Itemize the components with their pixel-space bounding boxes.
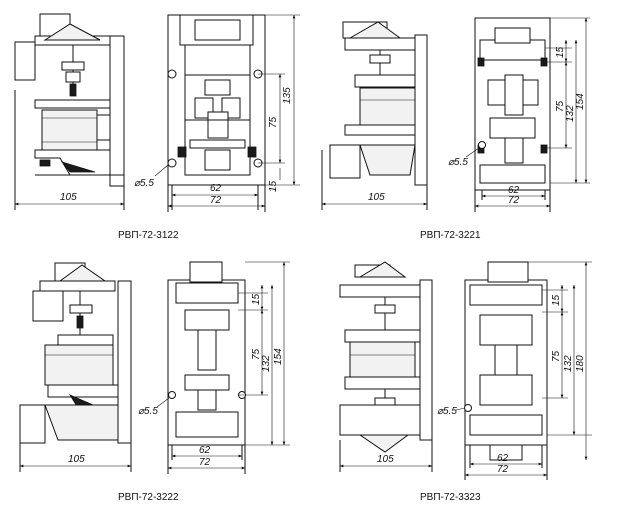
front-outer-width-label: 72 [497,464,509,475]
caption: РВП-72-3122 [118,230,179,241]
variant-rvp-72-3221: 105 ⌀5.5 62 72 15 75 132 [321,17,590,241]
side-width-label: 105 [377,454,394,465]
top-offset-label: 15 [555,46,566,58]
caption: РВП-72-3222 [118,492,179,503]
front-inner-width-label: 62 [210,183,222,194]
frame-height-label: 132 [261,355,272,372]
front-inner-width-label: 62 [497,453,509,464]
side-view: 105 [19,262,132,472]
hole-diameter-label: ⌀5.5 [134,178,154,189]
bottom-offset-label: 15 [268,180,279,192]
side-view: 105 [321,21,428,210]
front-inner-width-label: 62 [199,445,211,456]
mount-spacing-label: 75 [268,116,279,128]
overall-height-label: 135 [282,87,293,104]
hole-diameter-label: ⌀5.5 [448,157,468,168]
top-offset-label: 15 [251,293,262,305]
front-inner-width-label: 62 [508,185,520,196]
front-outer-width-label: 72 [199,457,211,468]
variant-rvp-72-3122: 105 ⌀5.5 62 72 135 [14,13,300,241]
side-view: 105 [14,13,125,210]
side-view: 105 [339,261,433,472]
overall-height-label: 180 [575,355,586,372]
caption: РВП-72-3323 [420,492,481,503]
front-view: ⌀5.5 62 72 15 75 132 154 [448,17,590,212]
overall-height-label: 154 [575,93,586,110]
front-view: ⌀5.5 62 72 135 75 15 [134,14,300,212]
frame-height-label: 132 [563,355,574,372]
mount-spacing-label: 75 [251,348,262,360]
mount-spacing-label: 75 [555,100,566,112]
side-width-label: 105 [368,192,385,203]
front-view: ⌀5.5 62 72 15 75 132 154 [138,261,290,474]
caption: РВП-72-3221 [420,230,481,241]
side-width-label: 105 [60,192,77,203]
hole-diameter-label: ⌀5.5 [138,406,158,417]
variant-rvp-72-3323: 105 ⌀5.5 62 72 15 75 132 180 РВП-72- [339,261,592,503]
side-width-label: 105 [68,454,85,465]
top-offset-label: 15 [551,294,562,306]
frame-height-label: 132 [565,105,576,122]
overall-height-label: 154 [273,348,284,365]
variant-rvp-72-3222: 105 ⌀5.5 62 72 15 75 132 154 РВ [19,261,290,503]
front-outer-width-label: 72 [210,195,222,206]
front-outer-width-label: 72 [508,195,520,206]
mount-spacing-label: 75 [551,350,562,362]
front-view: ⌀5.5 62 72 15 75 132 180 [437,261,592,480]
hole-diameter-label: ⌀5.5 [437,406,457,417]
